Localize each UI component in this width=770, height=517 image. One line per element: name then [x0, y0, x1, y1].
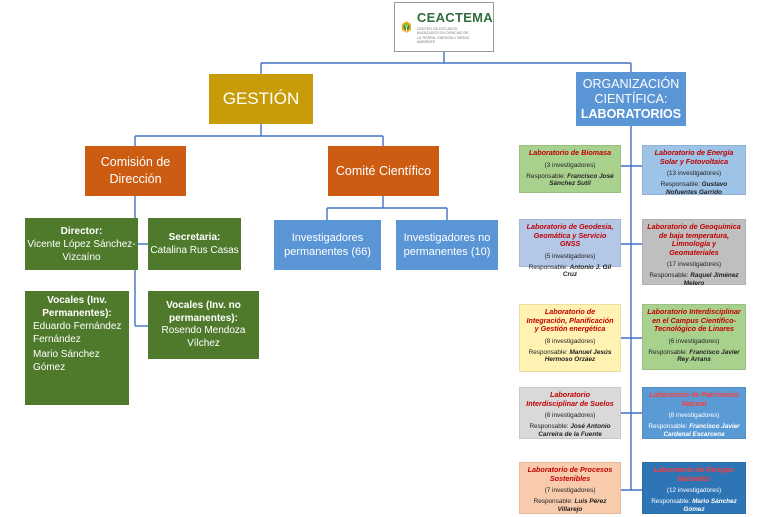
lab-resp-name: Luis Pérez Villarejo — [557, 498, 607, 513]
lab-responsable: Responsable: Mario Sánchez Gómez — [647, 498, 741, 514]
investigadores-permanentes-box: Investigadores permanentes (66) — [274, 220, 381, 270]
lab-resp-name: Raquel Jiménez Melero — [683, 272, 739, 287]
organizacion-cientifica-box: ORGANIZACIÓN CIENTÍFICA: LABORATORIOS — [576, 72, 686, 126]
org-line2: CIENTÍFICA: — [594, 91, 668, 106]
lab-title: Laboratorio de Procesos Sostenibles — [527, 465, 613, 483]
gestion-box: GESTIÓN — [209, 74, 313, 124]
comite-cientifico-box: Comité Científico — [328, 146, 439, 196]
lab-resp-name: Manuel Jesús Hermoso Orzáez — [544, 348, 612, 364]
lab-count: (12 investigadores) — [666, 487, 722, 494]
inv-noperm-label: Investigadores no permanentes (10) — [403, 232, 491, 258]
lab-resp-label: Responsable: — [528, 263, 568, 271]
lab-resp-name: José Antonio Carreira de la Fuente — [538, 423, 611, 438]
lab-resp-name: Mario Sánchez Gómez — [683, 498, 737, 513]
org-line3: LABORATORIOS — [580, 106, 682, 121]
lab-resp-label: Responsable: — [526, 172, 566, 180]
director-name: Vicente López Sánchez-Vizcaíno — [27, 238, 136, 263]
comision-label: Comisión de Dirección — [100, 155, 171, 186]
investigadores-no-permanentes-box: Investigadores no permanentes (10) — [396, 220, 498, 270]
comision-direccion-box: Comisión de Dirección — [85, 146, 186, 196]
lab-count: (17 investigadores) — [666, 261, 722, 268]
vocales-p-title: Vocales (Inv. Permanentes): — [42, 295, 112, 319]
logo-title: CEACTEMA — [416, 10, 493, 26]
lab-responsable: Responsable: Francisco Javier Rey Arrans — [647, 349, 741, 365]
lab-resp-name: Francisco Javier Cardenal Escarcena — [663, 423, 740, 438]
lab-count: (3 investigadores) — [544, 161, 596, 169]
lab-title: Laboratorio de Energía Solar y Fotovolta… — [654, 148, 734, 166]
lab-box: Laboratorio de Riesgos Naturales (12 inv… — [642, 462, 746, 514]
vocales-np-member: Rosendo Mendoza Vílchez — [161, 325, 246, 349]
lab-title: Laboratorio de Biomasa — [528, 148, 612, 157]
vocales-p-member: Mario Sánchez Gómez — [33, 349, 100, 373]
vocales-p-member: Eduardo Fernández Fernández — [33, 321, 122, 345]
comite-label: Comité Científico — [335, 164, 432, 178]
lab-resp-name: Francisco Javier Rey Arrans — [677, 348, 740, 364]
lab-box: Laboratorio de Procesos Sostenibles (7 i… — [519, 462, 621, 514]
lab-title: Laboratorio de Integración, Planificació… — [526, 307, 614, 333]
lab-resp-label: Responsable: — [533, 498, 573, 505]
lab-responsable: Responsable: Francisco Javier Cardenal E… — [647, 423, 741, 439]
lab-count: (6 investigadores) — [668, 337, 720, 345]
lab-box: Laboratorio de Biomasa (3 investigadores… — [519, 145, 621, 193]
lab-box: Laboratorio Interdisciplinar en el Campu… — [642, 304, 746, 370]
lab-title: Laboratorio de Riesgos Naturales — [653, 465, 735, 483]
secretaria-title: Secretaria: — [168, 232, 221, 243]
lab-responsable: Responsable: Raquel Jiménez Melero — [647, 272, 741, 288]
lab-resp-label: Responsable: — [528, 348, 568, 356]
lab-count: (8 investigadores) — [668, 412, 720, 419]
lab-resp-name: Antonio J. Gil Cruz — [562, 263, 612, 279]
tree-logo-icon — [401, 21, 412, 33]
lab-title: Laboratorio Interdisciplinar de Suelos — [526, 390, 614, 408]
director-box: Director: Vicente López Sánchez-Vizcaíno — [25, 218, 138, 270]
vocales-no-permanentes-box: Vocales (Inv. no permanentes): Rosendo M… — [148, 291, 259, 359]
lab-title: Laboratorio Interdisciplinar en el Campu… — [647, 307, 741, 333]
lab-box: Laboratorio de Geoquímica de baja temper… — [642, 219, 746, 288]
org-line1: ORGANIZACIÓN — [582, 76, 680, 91]
lab-title: Laboratorio de Geoquímica de baja temper… — [647, 222, 741, 257]
secretaria-box: Secretaria: Catalina Rus Casas — [148, 218, 241, 270]
lab-resp-label: Responsable: — [648, 423, 688, 430]
lab-resp-label: Responsable: — [660, 181, 700, 188]
lab-count: (7 investigadores) — [544, 487, 596, 494]
ceactema-logo: CEACTEMA CENTRO DE ESTUDIOS AVANZADOS EN… — [394, 2, 494, 52]
lab-responsable: Responsable: Francisco José Sánchez Suti… — [524, 173, 616, 189]
lab-box: Laboratorio de Geodesia, Geomática y Ser… — [519, 219, 621, 278]
lab-responsable: Responsable: Luis Pérez Villarejo — [524, 498, 616, 514]
lab-count: (6 investigadores) — [544, 412, 596, 419]
lab-responsable: Responsable: Manuel Jesús Hermoso Orzáez — [524, 349, 616, 365]
lab-resp-label: Responsable: — [649, 272, 689, 279]
lab-resp-name: Gustavo Nofuentes Garrido — [665, 181, 728, 196]
director-title: Director: — [60, 225, 103, 237]
inv-perm-label: Investigadores permanentes (66) — [284, 232, 371, 258]
lab-box: Laboratorio Interdisciplinar de Suelos (… — [519, 387, 621, 439]
lab-resp-name: Francisco José Sánchez Sutil — [549, 172, 614, 188]
vocales-permanentes-box: Vocales (Inv. Permanentes): Eduardo Fern… — [25, 291, 129, 405]
lab-resp-label: Responsable: — [648, 348, 688, 356]
lab-count: (8 investigadores) — [544, 337, 596, 345]
vocales-np-title: Vocales (Inv. no permanentes): — [166, 300, 241, 324]
lab-responsable: Responsable: José Antonio Carreira de la… — [524, 423, 616, 439]
lab-title: Laboratorio de Geodesia, Geomática y Ser… — [526, 222, 614, 248]
lab-responsable: Responsable: Antonio J. Gil Cruz — [524, 264, 616, 280]
lab-title: Laboratorio de Patrimonio Natural — [649, 390, 739, 408]
lab-box: Laboratorio de Patrimonio Natural (8 inv… — [642, 387, 746, 439]
lab-count: (13 investigadores) — [666, 170, 722, 177]
lab-count: (5 investigadores) — [544, 252, 596, 260]
lab-box: Laboratorio de Energía Solar y Fotovolta… — [642, 145, 746, 197]
lab-box: Laboratorio de Integración, Planificació… — [519, 304, 621, 372]
gestion-label: GESTIÓN — [222, 89, 300, 108]
logo-subtitle: CENTRO DE ESTUDIOS AVANZADOS EN CIENCIAS… — [416, 27, 470, 44]
secretaria-name: Catalina Rus Casas — [150, 245, 239, 256]
lab-resp-label: Responsable: — [529, 423, 569, 430]
lab-resp-label: Responsable: — [651, 498, 691, 505]
lab-responsable: Responsable: Gustavo Nofuentes Garrido — [647, 181, 741, 197]
